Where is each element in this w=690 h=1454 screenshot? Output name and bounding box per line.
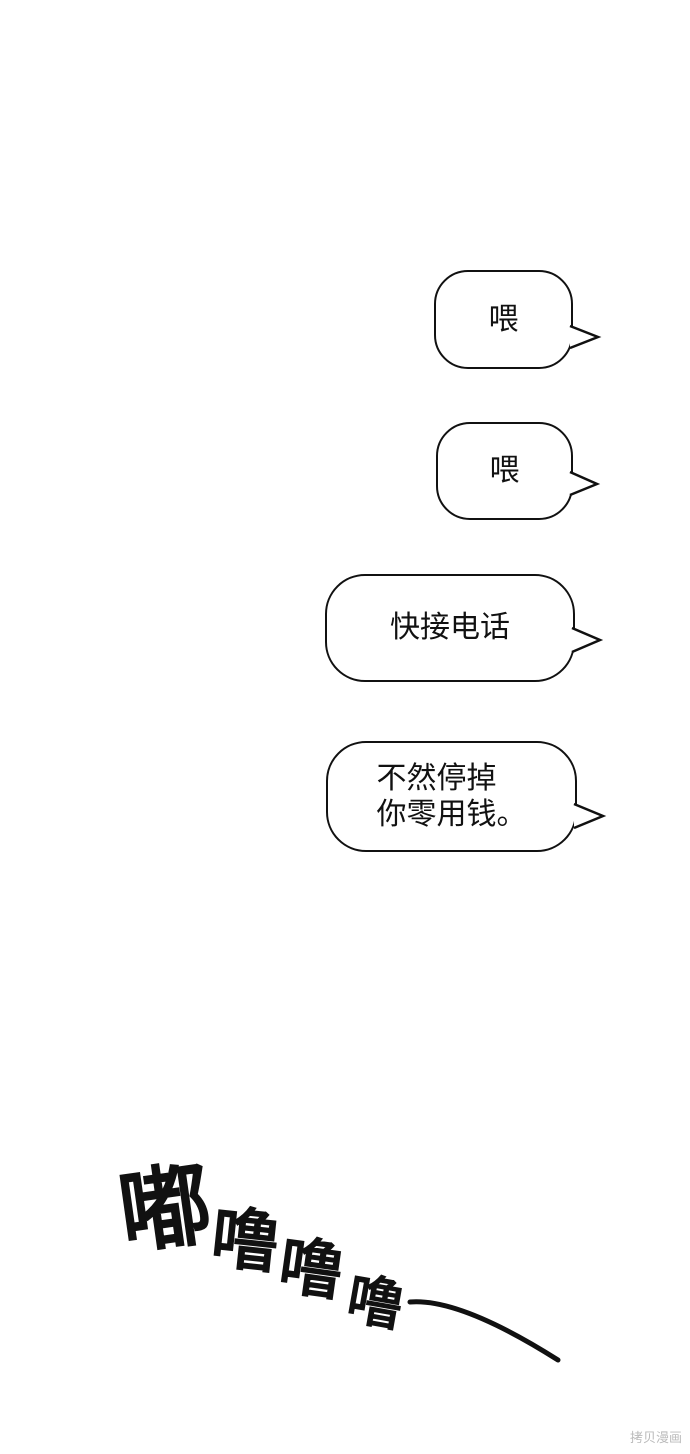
- bubble-tail: [569, 470, 601, 497]
- speech-bubble-3: 快接电话: [325, 574, 575, 682]
- bubble-text: 喂: [488, 301, 519, 337]
- bubble-tail: [573, 802, 607, 830]
- bubble-text: 喂: [489, 453, 520, 488]
- bubble-text: 不然停掉 你零用钱。: [376, 760, 527, 832]
- sfx-char: 嘟: [111, 1149, 219, 1269]
- sfx-char: 噜: [207, 1197, 284, 1285]
- bubble-text: 快接电话: [390, 610, 510, 645]
- speech-bubble-1: 喂: [434, 270, 573, 369]
- sfx-char: 噜: [274, 1227, 349, 1312]
- bubble-tail: [569, 324, 602, 350]
- speech-bubble-2: 喂: [436, 422, 573, 520]
- sfx-dash: [407, 1299, 561, 1363]
- watermark: 拷贝漫画: [629, 1431, 682, 1446]
- bubble-tail: [571, 626, 604, 654]
- speech-bubble-4: 不然停掉 你零用钱。: [326, 741, 577, 852]
